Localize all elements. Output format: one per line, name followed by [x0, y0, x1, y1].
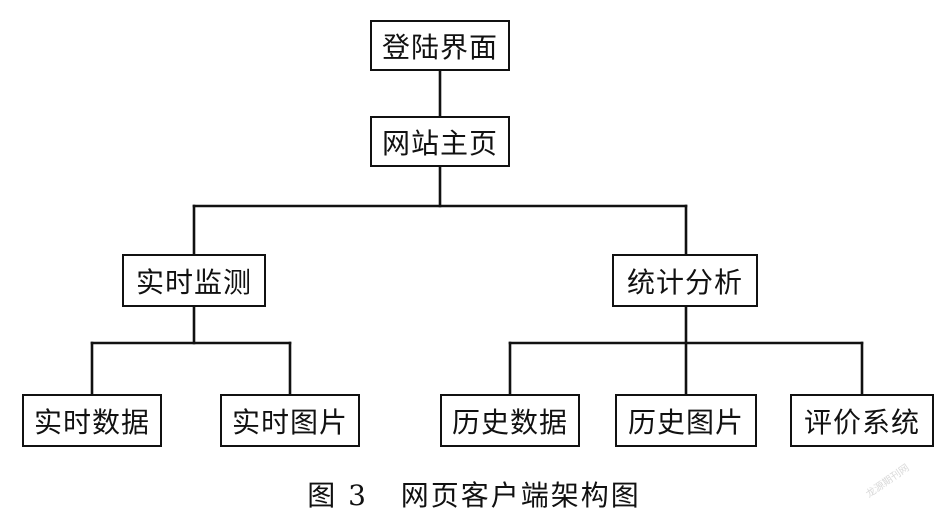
node-analysis: 统计分析	[612, 254, 758, 307]
node-login: 登陆界面	[370, 20, 510, 71]
node-history-image: 历史图片	[615, 394, 757, 447]
node-monitor: 实时监测	[122, 254, 266, 307]
node-realtime-data: 实时数据	[22, 394, 162, 447]
figure-caption: 图 3 网页客户端架构图	[307, 479, 641, 512]
node-home: 网站主页	[370, 116, 510, 167]
node-realtime-image: 实时图片	[220, 394, 360, 447]
node-history-data: 历史数据	[440, 394, 580, 447]
node-evaluation: 评价系统	[790, 394, 934, 447]
